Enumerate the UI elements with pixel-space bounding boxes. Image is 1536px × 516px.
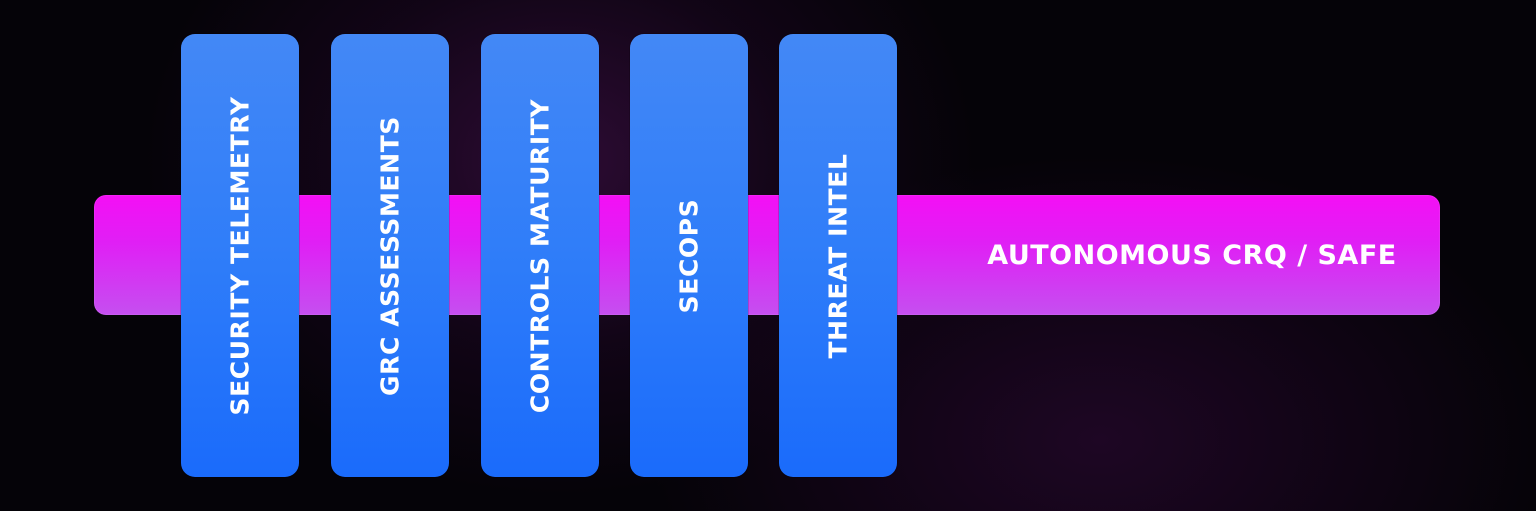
pillar-grc-assessments: GRC ASSESSMENTS [331,34,449,477]
pillar-label: GRC ASSESSMENTS [375,115,405,396]
pillar-security-telemetry: SECURITY TELEMETRY [181,34,299,477]
pillar-label: SECURITY TELEMETRY [225,95,255,416]
pillar-controls-maturity: CONTROLS MATURITY [481,34,599,477]
pillar-label: THREAT INTEL [823,153,853,358]
pillar-label: CONTROLS MATURITY [525,98,555,413]
autonomous-crq-band: AUTONOMOUS CRQ / SAFE [94,195,1440,315]
pillar-label: SECOPS [674,198,704,313]
pillar-secops: SECOPS [630,34,748,477]
pillar-threat-intel: THREAT INTEL [779,34,897,477]
band-label: AUTONOMOUS CRQ / SAFE [987,239,1397,271]
